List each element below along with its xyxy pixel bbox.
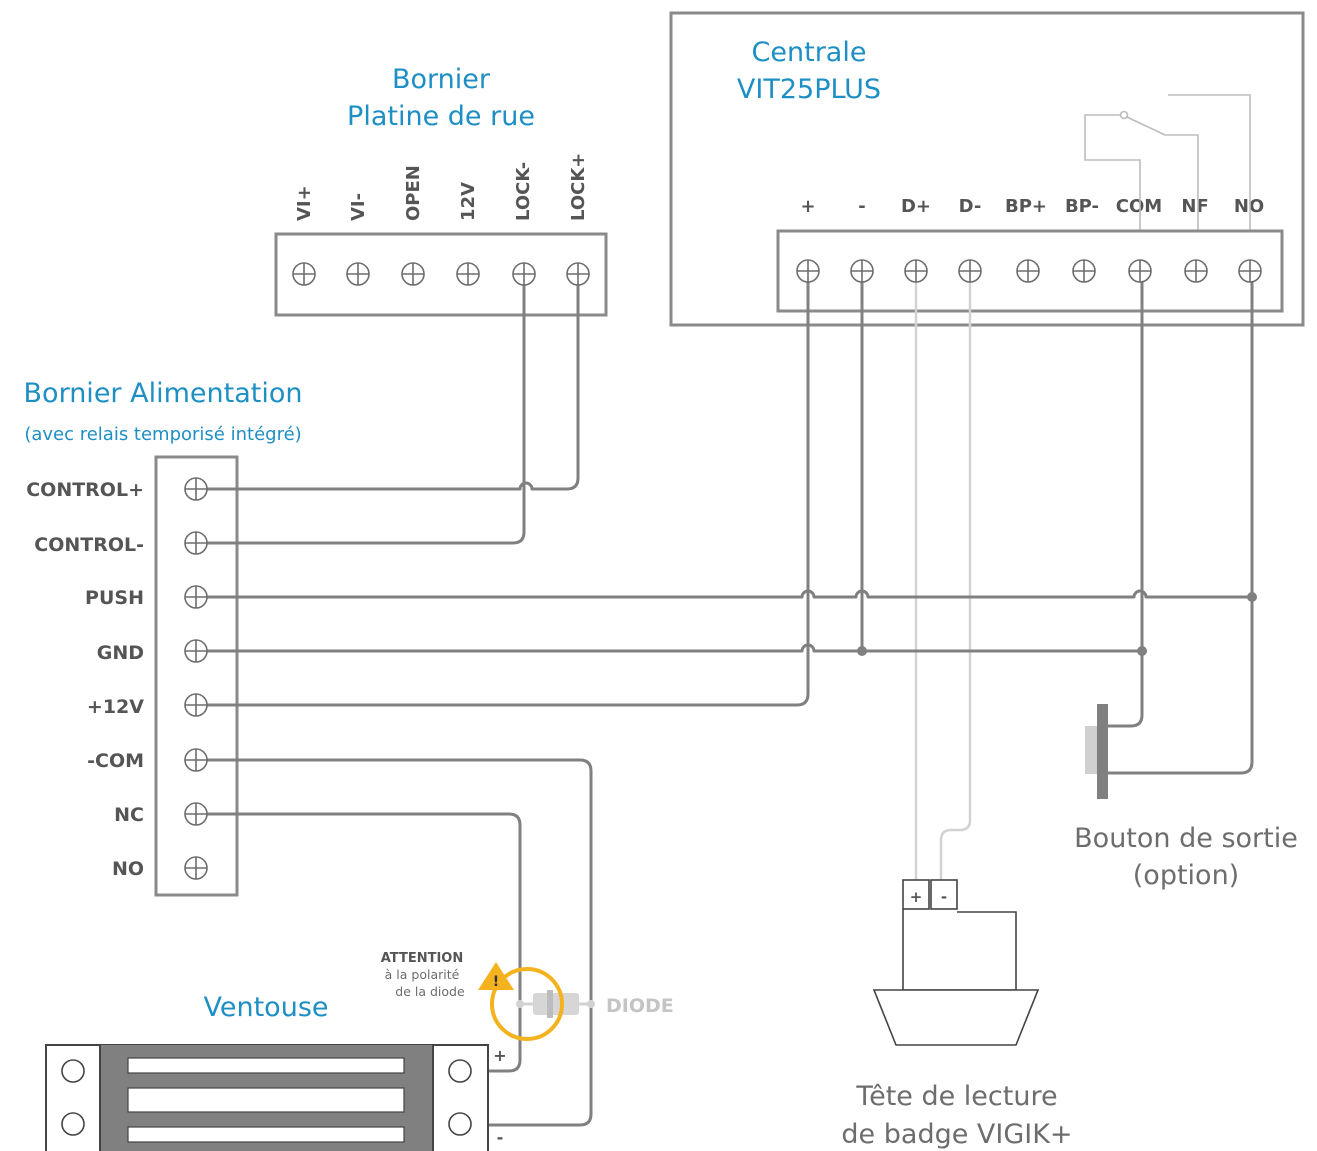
power-terminal-label-nc: NC xyxy=(114,804,144,826)
street-panel-terminal-labels: VI+ VI- OPEN 12V LOCK- LOCK+ xyxy=(294,153,589,221)
street-terminal-label-12v: 12V xyxy=(458,182,479,221)
power-terminal-label-gnd: GND xyxy=(97,642,144,664)
diode-label: DIODE xyxy=(606,995,674,1017)
street-panel-title-line2: Platine de rue xyxy=(347,101,535,132)
power-terminal-block xyxy=(154,455,239,897)
wires xyxy=(197,272,1254,1127)
central-terminal-label-bp-minus: BP- xyxy=(1065,196,1099,217)
exit-button-label-line2: (option) xyxy=(1133,860,1239,891)
central-title-line1: Centrale xyxy=(752,37,867,68)
diode-symbol xyxy=(516,990,595,1018)
central-title-line2: VIT25PLUS xyxy=(737,74,881,105)
exit-button-label-line1: Bouton de sortie xyxy=(1074,823,1298,854)
maglock-plus-label: + xyxy=(493,1046,506,1065)
power-terminal-label-com: -COM xyxy=(87,750,144,772)
junction-dots xyxy=(857,592,1257,656)
street-terminal-label-open: OPEN xyxy=(403,165,424,221)
street-panel-title-line1: Bornier xyxy=(392,64,491,95)
reader-plus-label: + xyxy=(910,888,923,906)
warning-mark: ! xyxy=(493,974,499,990)
central-terminal-label-nf: NF xyxy=(1181,196,1208,217)
central-terminal-label-no: NO xyxy=(1234,196,1264,217)
power-terminal-label-control-minus: CONTROL- xyxy=(34,534,144,556)
central-terminal-label-minus: - xyxy=(858,196,865,217)
power-terminal-labels: CONTROL+ CONTROL- PUSH GND +12V -COM NC … xyxy=(26,479,144,880)
badge-reader-symbol xyxy=(872,879,1040,1046)
power-title: Bornier Alimentation xyxy=(24,378,303,409)
maglock-minus-label: - xyxy=(497,1128,504,1147)
diode-warning-circle xyxy=(490,967,564,1041)
power-subtitle: (avec relais temporisé intégré) xyxy=(24,424,301,445)
warning-label-line3: de la diode xyxy=(395,984,465,999)
central-terminal-label-d-minus: D- xyxy=(959,196,982,217)
central-terminal-label-d-plus: D+ xyxy=(901,196,931,217)
street-terminal-label-vi-plus: VI+ xyxy=(294,185,315,221)
central-terminal-label-com: COM xyxy=(1116,196,1162,217)
central-terminal-label-plus: + xyxy=(800,196,815,217)
maglock-symbol xyxy=(45,1044,489,1151)
warning-label-line1: ATTENTION xyxy=(381,951,463,966)
reader-label-line2: de badge VIGIK+ xyxy=(841,1119,1072,1150)
power-terminal-label-no: NO xyxy=(112,858,144,880)
warning-icon: ! xyxy=(478,962,514,990)
power-terminal-label-push: PUSH xyxy=(85,587,144,609)
relay-symbol xyxy=(1084,94,1251,263)
central-terminal-label-bp-plus: BP+ xyxy=(1005,196,1047,217)
screw-terminals xyxy=(184,259,1262,880)
reader-label-line1: Tête de lecture xyxy=(855,1081,1057,1112)
street-terminal-label-lock-minus: LOCK- xyxy=(513,162,534,221)
power-terminal-label-control-plus: CONTROL+ xyxy=(26,479,144,501)
light-wires xyxy=(914,272,972,880)
street-terminal-label-vi-minus: VI- xyxy=(348,193,369,221)
maglock-title: Ventouse xyxy=(204,992,329,1023)
central-terminal-labels: + - D+ D- BP+ BP- COM NF NO xyxy=(800,196,1264,217)
exit-button-symbol xyxy=(1085,704,1108,799)
reader-minus-label: - xyxy=(941,888,947,906)
street-terminal-label-lock-plus: LOCK+ xyxy=(568,153,589,221)
power-terminal-label-12v: +12V xyxy=(87,696,144,718)
warning-label-line2: à la polarité xyxy=(385,967,460,982)
street-panel-terminal-block xyxy=(274,232,608,317)
